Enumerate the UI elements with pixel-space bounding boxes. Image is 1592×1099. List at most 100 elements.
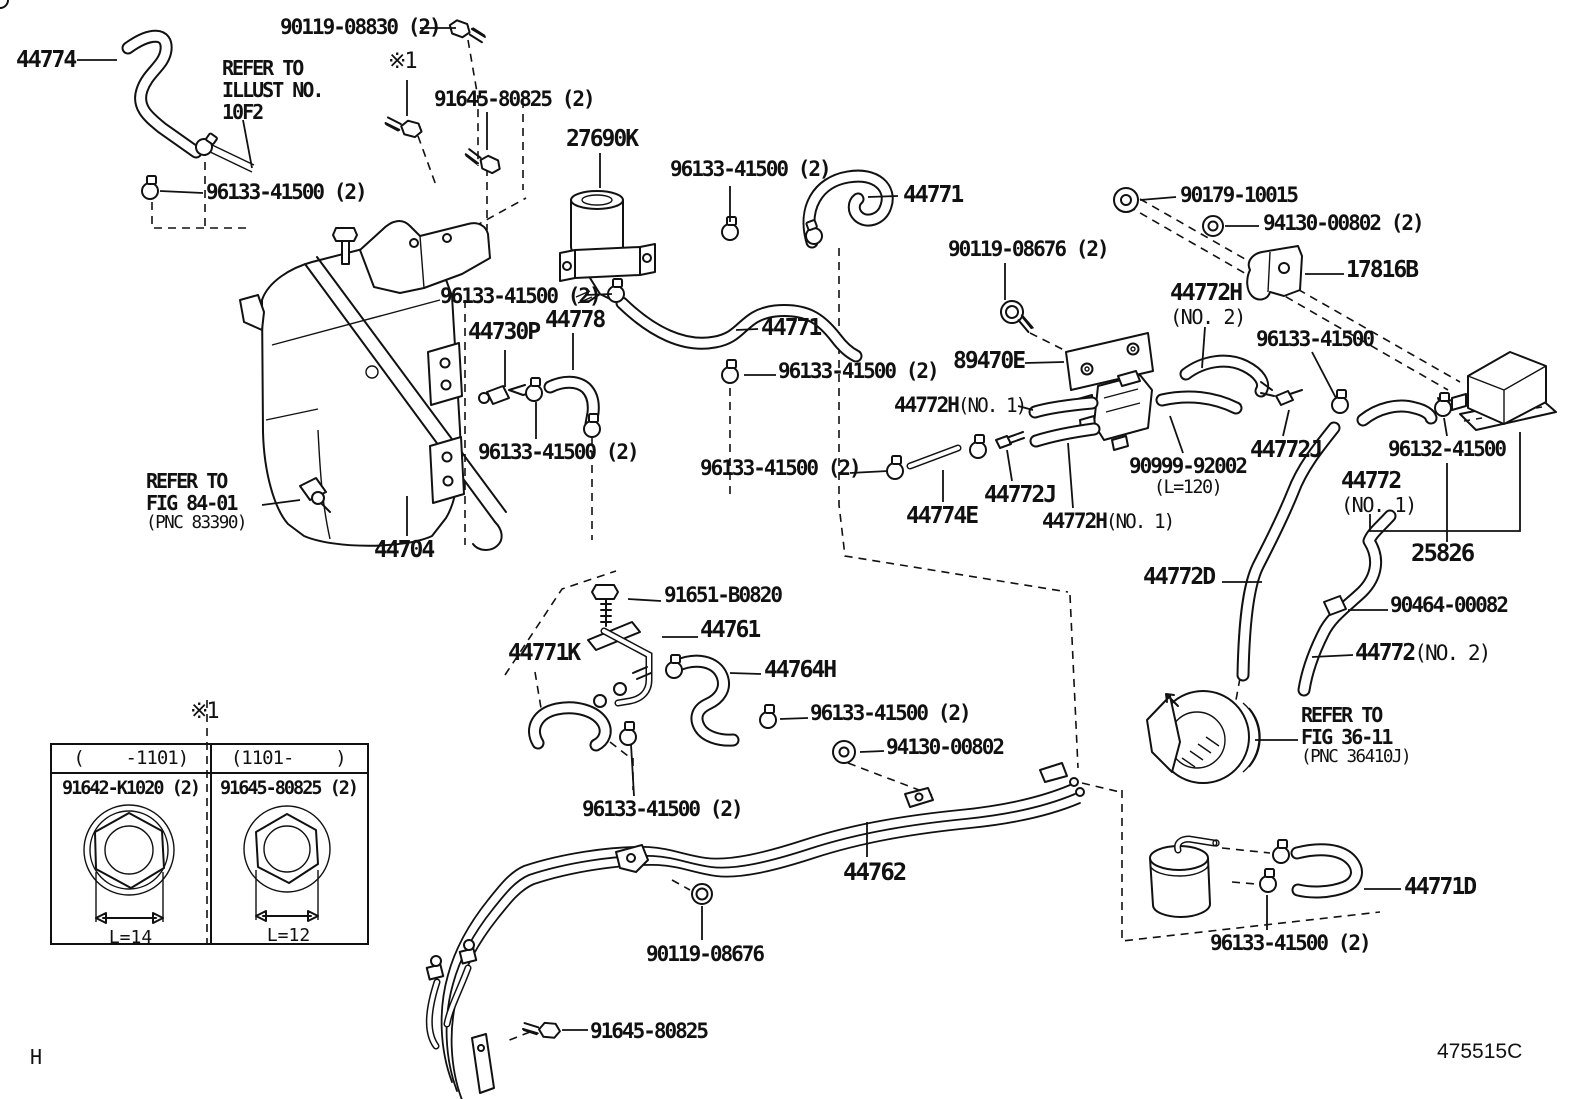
part-label: 94130-00802 (2) — [1263, 211, 1425, 235]
part-number: REFER TO ILLUST NO. 10F2 — [222, 56, 324, 124]
part-number: 96133-41500 — [1256, 327, 1375, 351]
part-label: 44774E — [906, 503, 979, 529]
pipe-bracket-strip — [471, 1033, 495, 1094]
part-label: 44778 — [545, 307, 606, 333]
hose-44771-lower — [615, 296, 863, 363]
part-label: 90179-10015 — [1180, 183, 1299, 207]
part-number: 90119-08676 — [646, 942, 765, 966]
part-label: 44761 — [700, 617, 761, 643]
part-label: 96133-41500 (2) — [206, 180, 368, 204]
pipes-44762 — [425, 762, 1085, 1099]
part-number-suffix: (NO. 1) — [1105, 510, 1175, 533]
bolt-90119-08676-bottom — [691, 883, 713, 905]
table-divider — [209, 745, 212, 943]
part-number-subtext: (NO. 1) — [1341, 493, 1417, 518]
part-number: 44761 — [700, 617, 761, 643]
part-label: 44771K — [508, 640, 581, 666]
part-number: 44774 — [16, 47, 77, 73]
part-label: REFER TO FIG 84-01(PNC 83390) — [146, 470, 248, 533]
part-number-subtext: (PNC 36410J) — [1301, 747, 1412, 767]
part-number: 90464-00082 — [1390, 593, 1509, 617]
tube-44774E — [906, 444, 962, 470]
part-number: 44771 — [903, 182, 964, 208]
hose-44774 — [121, 29, 255, 173]
part-number: 44772 — [1341, 468, 1402, 494]
nut-90179-10015 — [1113, 187, 1139, 213]
bracket-17816B — [1246, 245, 1303, 301]
table-dim-1: L=14 — [108, 927, 153, 948]
part-number: 44774E — [906, 503, 979, 529]
part-number: 44772H — [894, 393, 960, 417]
tank-mount-plates — [427, 342, 465, 504]
table-part-2: 91645-80825 (2) — [219, 778, 359, 799]
part-number: 44762 — [843, 858, 907, 886]
connector-90464-00082 — [1323, 595, 1347, 616]
air-intake-fig36-11 — [1146, 690, 1261, 784]
part-label: 96133-41500 (2) — [478, 440, 640, 464]
part-number: 17816B — [1346, 257, 1419, 283]
part-number: 44778 — [545, 307, 606, 333]
part-label: REFER TO FIG 36-11(PNC 36410J) — [1301, 704, 1412, 767]
hose-44771-upper — [802, 169, 894, 249]
hose-44771D — [1290, 843, 1363, 899]
part-number: 96133-41500 (2) — [670, 157, 832, 181]
part-label: 96132-41500 — [1388, 437, 1507, 461]
pipe-44761 — [587, 621, 653, 707]
table-bolt-91645 — [243, 805, 331, 922]
part-number: 91651-B0820 — [664, 583, 783, 607]
part-label: 44762 — [843, 858, 907, 886]
tank-top-bolt — [332, 227, 358, 265]
part-number: 96133-41500 (2) — [478, 440, 640, 464]
part-label: 91645-80825 (2) — [434, 87, 596, 111]
vacuum-unit-25826 — [1437, 351, 1557, 431]
table-header-range-2: (1101- ) — [230, 747, 347, 769]
part-label: 96133-41500 (2) — [700, 456, 862, 480]
tank-tab — [239, 294, 265, 331]
part-label: 25826 — [1411, 540, 1475, 566]
bolt-91645-80825-bottom — [522, 1021, 561, 1039]
part-label: 96133-41500 (2) — [440, 284, 602, 308]
part-number: 27690K — [566, 126, 639, 152]
part-label: REFER TO ILLUST NO. 10F2 — [222, 56, 324, 124]
part-label: 44764H — [764, 657, 837, 683]
canister — [1149, 835, 1220, 918]
part-number-suffix: (NO. 1) — [957, 394, 1027, 417]
part-number: 44772H — [1170, 280, 1243, 306]
bolt-note1 — [384, 116, 423, 139]
bolts-and-nuts — [384, 19, 1224, 1039]
part-number: 96133-41500 (2) — [778, 359, 940, 383]
part-number: 44771 — [761, 315, 822, 341]
pipe-union-nuts — [425, 939, 478, 981]
vacuum-tank-44704 — [239, 220, 507, 551]
part-number: 91645-80825 (2) — [434, 87, 596, 111]
part-number: 44772D — [1143, 564, 1216, 590]
part-label: 44774 — [16, 47, 77, 73]
part-label: 90119-08830 (2) — [280, 15, 442, 39]
part-number: 96133-41500 (2) — [582, 797, 744, 821]
part-label: 96133-41500 (2) — [810, 701, 972, 725]
part-number: 90119-08830 (2) — [280, 15, 442, 39]
part-number: 44730P — [468, 319, 541, 345]
part-label: 44730P — [468, 319, 541, 345]
hose-44771K — [528, 701, 612, 752]
tank-bracket — [359, 220, 491, 294]
part-number: 44772J — [1250, 437, 1323, 463]
part-label: 44772H(NO. 1) — [894, 393, 1027, 417]
part-label: 44772H(NO. 1) — [1042, 509, 1175, 533]
part-label: ※1 — [388, 49, 418, 74]
part-number: 96133-41500 (2) — [810, 701, 972, 725]
part-number: 90179-10015 — [1180, 183, 1299, 207]
part-number: 44772 — [1355, 640, 1416, 666]
part-number: 44771D — [1404, 874, 1477, 900]
part-number: 96133-41500 (2) — [206, 180, 368, 204]
bolt-90119-08676-top — [1000, 300, 1034, 334]
part-label: 91645-80825 — [590, 1019, 709, 1043]
table-bolt-91642 — [83, 804, 175, 924]
part-number: 44771K — [508, 640, 581, 666]
vsv-27690K — [559, 190, 656, 304]
part-label: 90119-08676 (2) — [948, 237, 1110, 261]
part-label: 91651-B0820 — [664, 583, 783, 607]
part-number: 90119-08676 (2) — [948, 237, 1110, 261]
part-label: 44772J — [984, 482, 1057, 508]
